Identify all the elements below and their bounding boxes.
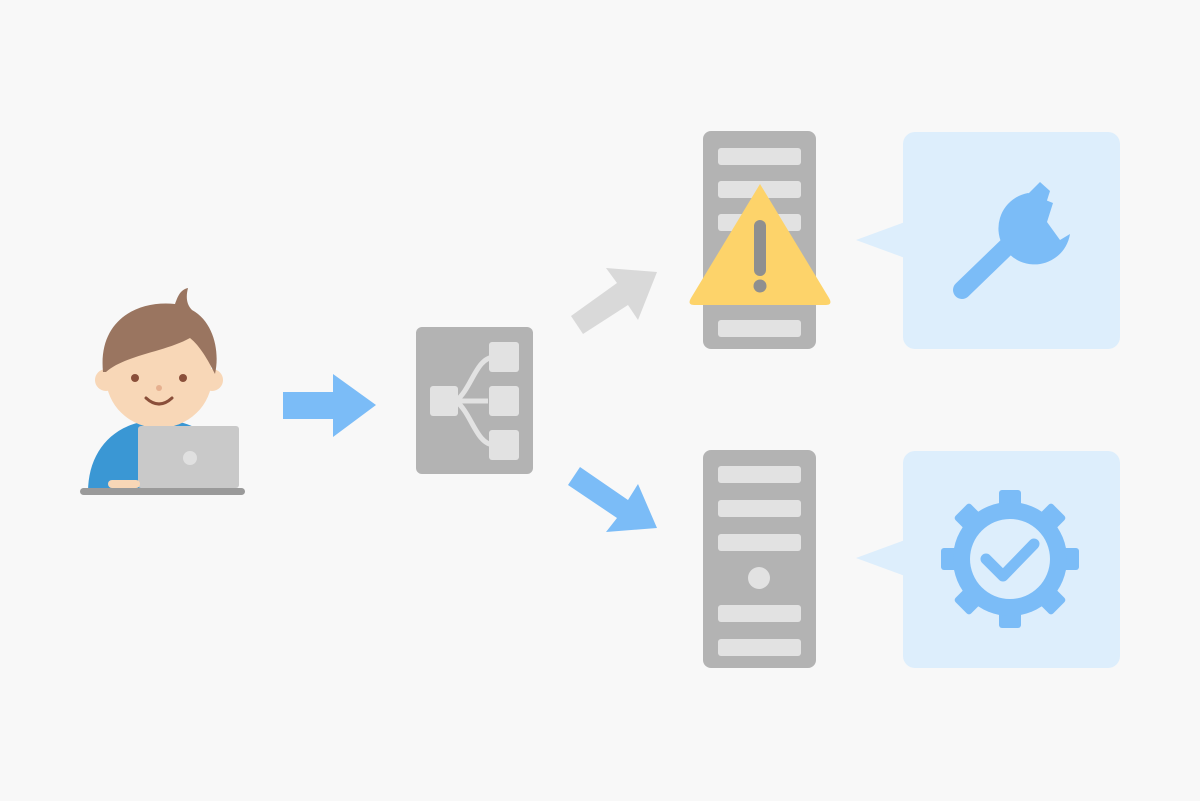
warning-triangle-icon — [689, 184, 831, 305]
server-icon — [703, 450, 816, 668]
user-mouth — [144, 396, 174, 406]
wrench-jaw — [1028, 182, 1050, 213]
wrench-head — [998, 193, 1070, 265]
server-up-slot — [718, 605, 801, 622]
user-nose — [156, 385, 162, 391]
arrow-load-balancer-to-server-up — [568, 467, 657, 532]
server-up-slot — [718, 466, 801, 483]
load-balancer-icon — [416, 327, 533, 474]
server-down — [689, 131, 831, 349]
load-balancer-output-node-top — [489, 342, 519, 372]
laptop-logo — [183, 451, 197, 465]
user-hair — [102, 288, 217, 374]
server-down-slot — [718, 320, 801, 337]
server-up-slot — [718, 639, 801, 656]
maintenance-bubble — [856, 132, 1120, 349]
server-up-power-led — [748, 567, 770, 589]
arrow-load-balancer-to-server-down — [571, 268, 657, 334]
gear-hole — [970, 519, 1050, 599]
server-up — [703, 450, 816, 668]
maintenance-bubble-tail — [856, 222, 905, 258]
user-right-eye — [179, 374, 187, 382]
load-balancer-output-node-bottom — [489, 430, 519, 460]
server-up-slot — [718, 534, 801, 551]
wrench-icon — [953, 182, 1070, 299]
user-left-eye — [131, 374, 139, 382]
warning-exclamation-dot — [753, 279, 767, 293]
load-balancer-input-node — [430, 386, 458, 416]
gear-check-icon — [941, 490, 1079, 628]
server-down-slot — [718, 148, 801, 165]
warning-exclamation-bar — [754, 220, 766, 276]
laptop-base — [80, 488, 245, 495]
load-balancer-output-node-middle — [489, 386, 519, 416]
server-up-slot — [718, 500, 801, 517]
user-with-laptop-icon — [80, 288, 245, 495]
user-hand — [108, 480, 140, 488]
arrow-user-to-load-balancer — [283, 374, 376, 437]
healthy-bubble — [856, 451, 1120, 668]
check-mark — [980, 538, 1040, 582]
healthy-bubble-tail — [856, 540, 905, 576]
